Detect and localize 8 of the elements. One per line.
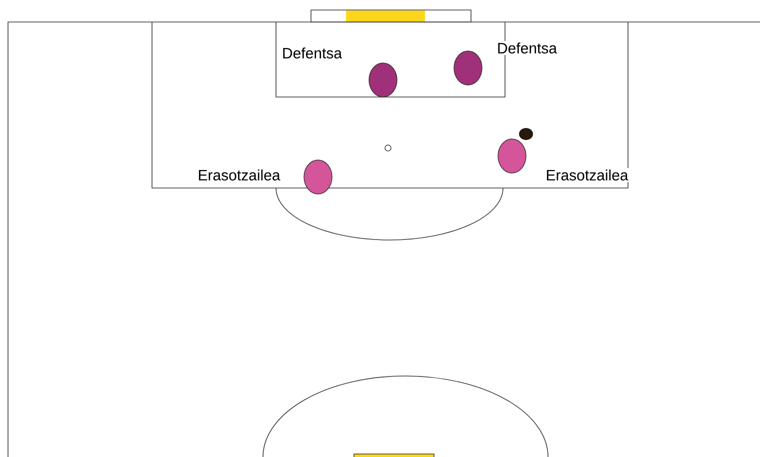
player-label: Erasotzailea xyxy=(544,168,630,182)
player-label: Defentsa xyxy=(280,46,344,60)
player-marker xyxy=(368,62,398,98)
player-marker xyxy=(304,160,332,194)
player-label: Erasotzailea xyxy=(196,168,282,182)
player-marker xyxy=(454,50,482,86)
player-label: Defentsa xyxy=(495,41,559,55)
player-marker xyxy=(498,138,526,174)
